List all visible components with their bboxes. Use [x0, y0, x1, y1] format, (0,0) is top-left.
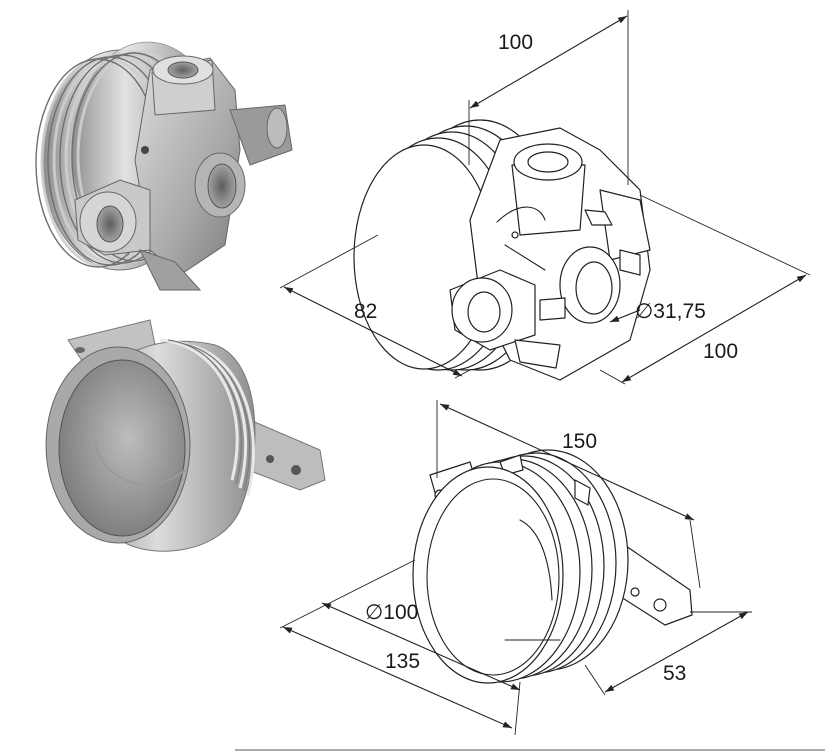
- render-flange-ring: [45, 319, 326, 552]
- dim-label-outer-diameter: 135: [385, 650, 420, 673]
- dim-label-depth: 82: [354, 300, 377, 323]
- dim-label-inner-diameter: ∅100: [365, 601, 418, 624]
- lineart-flange-ring: [412, 449, 693, 684]
- lineart-adapter: [353, 119, 651, 381]
- render-adapter: [35, 41, 293, 291]
- dimension-line-outer-diameter: [282, 626, 513, 729]
- dim-label-top-length: 100: [498, 31, 533, 54]
- dimension-leader-bore: [609, 309, 641, 323]
- dimension-line-top-length: [469, 15, 628, 109]
- dimensions-flange-ring: [279, 400, 752, 736]
- dimension-line-depth-ring: [604, 611, 749, 693]
- dimensions-adapter: [279, 10, 811, 385]
- dimension-line-flange-width: [439, 403, 695, 521]
- dim-label-side-length: 100: [703, 340, 738, 363]
- dimension-line-depth: [283, 286, 463, 377]
- dimension-line-side-length: [621, 274, 807, 383]
- dim-label-flange-width: 150: [562, 430, 597, 453]
- dim-label-bore: ∅31,75: [635, 300, 706, 323]
- dim-label-depth-ring: 53: [663, 662, 686, 685]
